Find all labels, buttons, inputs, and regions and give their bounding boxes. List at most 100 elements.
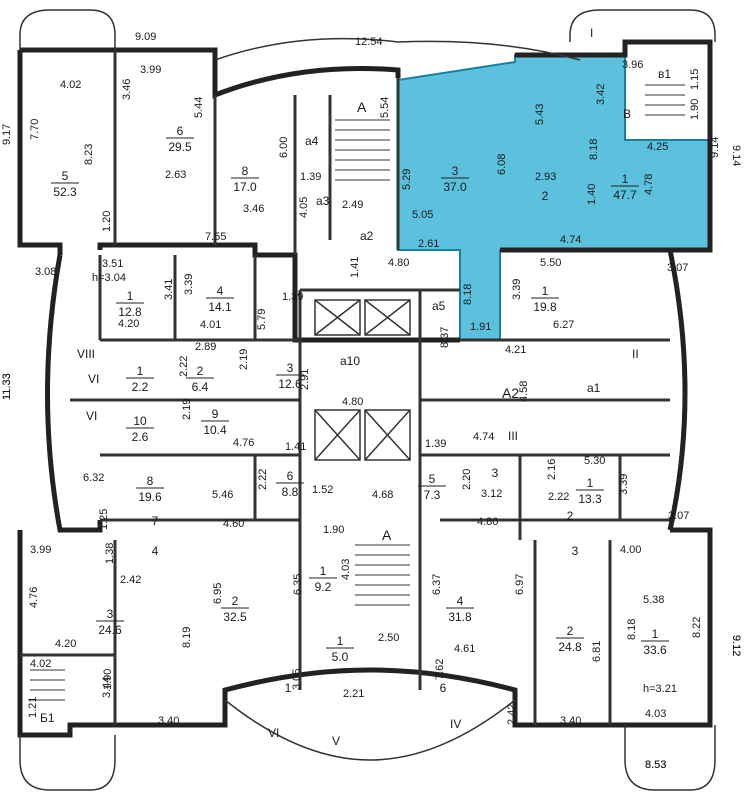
room-number: 2	[567, 509, 574, 523]
dimension-label: 4.20	[55, 638, 76, 650]
room-area: 32.5	[223, 610, 247, 624]
dimension-label: 6.08	[496, 154, 508, 175]
dimension-label: 5.29	[401, 169, 413, 190]
dimension-label: 11.33	[1, 373, 13, 400]
dimension-label: 4.03	[645, 708, 666, 720]
room-area: 29.5	[168, 140, 192, 154]
room-number: 1	[320, 564, 327, 578]
dimension-label: 1.39	[282, 291, 303, 303]
dimension-label: 3.46	[243, 203, 264, 215]
overall-dimensions: 12.54 9.09 11.33 9.17 9.14 9.12 8.53	[1, 31, 742, 771]
dimension-label: 3.12	[481, 488, 502, 500]
dimension-label: 4.20	[118, 318, 139, 330]
room-number: 4	[457, 594, 464, 608]
dimension-label: 2.19	[181, 399, 193, 420]
dimension-label: 4.78	[643, 174, 655, 195]
dimension-label: 6.81	[591, 641, 603, 662]
dimension-label: 2.22	[257, 469, 269, 490]
dimension-label: 3.08	[35, 266, 56, 278]
svg-text:VI: VI	[268, 726, 279, 740]
dimension-label: 8.37	[439, 327, 451, 348]
room-number: 2	[542, 189, 549, 203]
svg-text:9.09: 9.09	[135, 31, 156, 43]
room-number: 6	[440, 681, 447, 695]
room-area: 19.6	[138, 490, 162, 504]
dimension-label: 4.74	[560, 234, 581, 246]
dimension-label: 4.80	[388, 257, 409, 269]
dimension-label: 4.76	[233, 437, 254, 449]
dimension-label: 6.97	[514, 574, 526, 595]
dimension-label: 3.39	[511, 279, 523, 300]
dimension-label: 1.90	[689, 99, 701, 120]
room-number: 3	[287, 361, 294, 375]
dimension-label: 4.01	[200, 319, 221, 331]
dimension-label: 4.00	[620, 544, 641, 556]
dimension-label: 8.18	[462, 284, 474, 305]
room-number: 1	[337, 634, 344, 648]
room-area: 6.4	[192, 380, 209, 394]
dimension-label: 1.25	[98, 509, 110, 530]
dimension-label: 2.42	[506, 704, 518, 725]
dimension-label: 3.42	[595, 84, 607, 105]
dimension-label: 3.39	[618, 474, 630, 495]
dimension-label: 2.42	[120, 574, 141, 586]
dimension-label: 2.21	[343, 688, 364, 700]
dimension-label: 4.58	[518, 381, 530, 402]
dimension-label: 2.93	[535, 171, 556, 183]
room-area: 2.2	[132, 380, 149, 394]
dimension-label: 7.70	[29, 119, 41, 140]
dimension-label: 4.80	[477, 516, 498, 528]
dimension-label: 1.39	[425, 438, 446, 450]
svg-text:8.53: 8.53	[645, 759, 666, 771]
dimension-label: 6.37	[431, 574, 443, 595]
room-number: 1	[542, 284, 549, 298]
svg-text:12.54: 12.54	[355, 36, 383, 48]
dimension-label: 4.61	[454, 643, 475, 655]
svg-text:Б1: Б1	[40, 711, 55, 725]
dimension-label: 1.41	[285, 441, 306, 453]
dimension-label: 5.46	[212, 489, 233, 501]
dimension-label: 5.79	[256, 309, 268, 330]
svg-text:VIII: VIII	[77, 347, 95, 361]
dimension-label: 2.91	[299, 369, 311, 390]
room-labels: 147.72337.0414.1112.8552.3629.5817.0119.…	[51, 124, 669, 695]
dimension-label: 2.50	[378, 632, 399, 644]
dimension-label: 6.32	[83, 472, 104, 484]
dimension-label: 1.21	[27, 697, 39, 718]
dimension-label: 7.62	[434, 659, 446, 680]
svg-text:a5: a5	[432, 299, 446, 313]
room-number: 1	[652, 627, 659, 641]
svg-text:B: B	[623, 107, 631, 121]
room-number: 8	[242, 164, 249, 178]
room-number: 4	[217, 284, 224, 298]
room-number: 5	[62, 169, 69, 183]
dimension-label: 3.46	[121, 79, 133, 100]
stairs-top	[335, 119, 390, 181]
dimension-label: 3.99	[140, 64, 161, 76]
dimension-label: 7.55	[205, 231, 226, 243]
dimension-label: 4.60	[223, 518, 244, 530]
dimension-label: h=3.21	[643, 683, 677, 695]
room-area: 19.8	[533, 300, 557, 314]
dimension-label: 1.90	[323, 524, 344, 536]
dimension-label: 2.89	[195, 341, 216, 353]
dimension-label: 1.52	[312, 484, 333, 496]
svg-text:a3: a3	[316, 194, 330, 208]
room-number: 10	[133, 414, 147, 428]
svg-text:в1: в1	[658, 67, 671, 81]
room-area: 5.0	[332, 650, 349, 664]
dimension-label: 5.44	[193, 97, 205, 118]
room-number: 4	[152, 544, 159, 558]
dimension-label: 9.12	[730, 635, 742, 656]
dimension-label: 2.22	[178, 356, 190, 377]
dimension-label: 8.53	[645, 759, 666, 771]
dimension-label: 4.74	[473, 431, 494, 443]
dimension-label: 5.30	[584, 455, 605, 467]
dimension-label: 1.40	[586, 184, 598, 205]
dimension-label: 2.49	[342, 199, 363, 211]
room-area: 12.6	[278, 377, 302, 391]
balconies	[19, 9, 716, 791]
highlighted-apartment[interactable]	[397, 54, 711, 341]
dimension-label: 3.40	[158, 715, 179, 727]
